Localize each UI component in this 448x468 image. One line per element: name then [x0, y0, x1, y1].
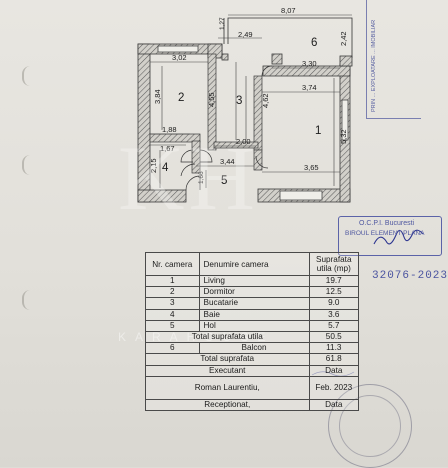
interior-walls: [149, 53, 263, 174]
door-swings: [180, 65, 273, 191]
dim-balcony-right: 2,42: [339, 31, 348, 46]
dim-hall-top: 2,49: [238, 30, 253, 39]
executant-date: Feb. 2023: [308, 375, 360, 400]
punch-hole: [22, 290, 30, 310]
header-nr: Nr. camera: [145, 252, 200, 276]
receptionat-row: Receptionat, Data: [145, 398, 360, 411]
vertical-stamp-text: PRIN ... EXPLOATARE ... IMOBILIAR: [371, 19, 377, 112]
balcony-area: 11.3: [308, 342, 360, 355]
room-area: 9.0: [308, 297, 360, 310]
executant-date-label: Data: [308, 364, 360, 377]
room-numbers: 1 2 3 4 5 6: [162, 37, 321, 187]
room-nr: 5: [145, 319, 200, 332]
punch-hole: [22, 155, 30, 175]
dim-top-small: 1,27: [219, 17, 226, 30]
ocpi-stamp: O.C.P.I. Bucuresti BIROUL ELEMENT PLANA: [338, 216, 442, 256]
dim-bedroom-height: 3,84: [153, 89, 162, 104]
total-useful-label: Total suprafata utila: [145, 330, 310, 344]
signature: [373, 229, 424, 245]
room-nr: 1: [145, 274, 200, 288]
dimension-lines: [150, 14, 352, 188]
dim-hall-bottom: 3,44: [220, 157, 235, 166]
dim-bedroom-width: 3,02: [172, 53, 187, 62]
total-useful-row: Total suprafata utila 50.5: [145, 330, 360, 344]
room-name: Dormitor: [198, 286, 310, 299]
dim-living-bottom: 3,65: [304, 163, 319, 172]
table-row: 4 Baie 3.6: [145, 308, 360, 321]
dim-bath-top-outer: 1,88: [162, 125, 177, 134]
table-row: 1 Living 19.7: [145, 274, 360, 288]
dim-kitchen-height: 4,55: [207, 92, 216, 107]
dim-top-total: 8,07: [281, 6, 296, 15]
registration-number: 32076-2023: [372, 270, 448, 282]
room-number-2: 2: [178, 92, 184, 104]
table-row: 3 Bucatarie 9.0: [145, 297, 360, 310]
executant-name: Roman Laurentiu,: [145, 375, 310, 400]
room-name: Bucatarie: [198, 297, 310, 310]
balcony-name: Balcon: [198, 342, 310, 355]
balcony-nr: 6: [145, 342, 200, 355]
total-row: Total suprafata 61.8: [145, 353, 360, 366]
dim-living-top: 3,74: [302, 83, 317, 92]
cadastre-vertical-stamp: PRIN ... EXPLOATARE ... IMOBILIAR: [366, 0, 421, 119]
dimension-labels: 8,07 1,27 2,49 2,42 3,02 3,30 3,74 3,84 …: [149, 6, 348, 184]
header-name: Denumire camera: [198, 252, 310, 276]
total-value: 61.8: [308, 353, 360, 366]
seal-inner-ring: [339, 395, 401, 457]
receptionat-date-label: Data: [308, 398, 360, 411]
area-table: Nr. camera Denumire camera Suprafata uti…: [145, 252, 360, 411]
balcony-outline: [223, 17, 353, 58]
dim-bath-top-inner: 1,67: [160, 144, 175, 153]
room-number-5: 5: [221, 175, 227, 187]
total-label: Total suprafata: [145, 353, 310, 366]
room-number-6: 6: [311, 37, 317, 49]
dim-living-left: 4,62: [261, 93, 270, 108]
header-area: Suprafata utila (mp): [308, 252, 360, 276]
punch-hole: [22, 66, 30, 86]
windows: [157, 45, 349, 201]
ocpi-stamp-line1: O.C.P.I. Bucuresti: [359, 220, 415, 227]
room-area: 3.6: [308, 308, 360, 321]
ocpi-stamp-line2: BIROUL ELEMENT PLANA: [345, 230, 425, 237]
table-row: 2 Dormitor 12.5: [145, 286, 360, 299]
receptionat-label: Receptionat,: [145, 398, 310, 411]
room-name: Living: [198, 274, 310, 288]
room-name: Baie: [198, 308, 310, 321]
executant-row: Roman Laurentiu, Feb. 2023: [145, 375, 360, 400]
balcony-row: 6 Balcon 11.3: [145, 342, 360, 355]
room-name: Hol: [198, 319, 310, 332]
room-number-1: 1: [315, 125, 321, 137]
room-area: 5.7: [308, 319, 360, 332]
room-area: 12.5: [308, 286, 360, 299]
dim-balcony-bottom: 3,30: [302, 59, 317, 68]
table-header-row: Nr. camera Denumire camera Suprafata uti…: [145, 252, 360, 276]
room-number-4: 4: [162, 162, 169, 174]
total-useful-value: 50.5: [308, 330, 360, 344]
dim-hall-width: 2,00: [236, 137, 251, 146]
executant-header-row: Executant Data: [145, 364, 360, 377]
room-area: 19.7: [308, 274, 360, 288]
dim-bath-height: 2,15: [149, 158, 158, 173]
room-nr: 4: [145, 308, 200, 321]
room-number-3: 3: [236, 95, 242, 107]
executant-label: Executant: [145, 364, 310, 377]
dim-hall-height: 1,66: [198, 171, 205, 184]
room-nr: 3: [145, 297, 200, 310]
dim-living-height: 5,32: [339, 129, 348, 144]
room-nr: 2: [145, 286, 200, 299]
table-row: 5 Hol 5.7: [145, 319, 360, 332]
watermark-letters: KH: [118, 127, 259, 229]
